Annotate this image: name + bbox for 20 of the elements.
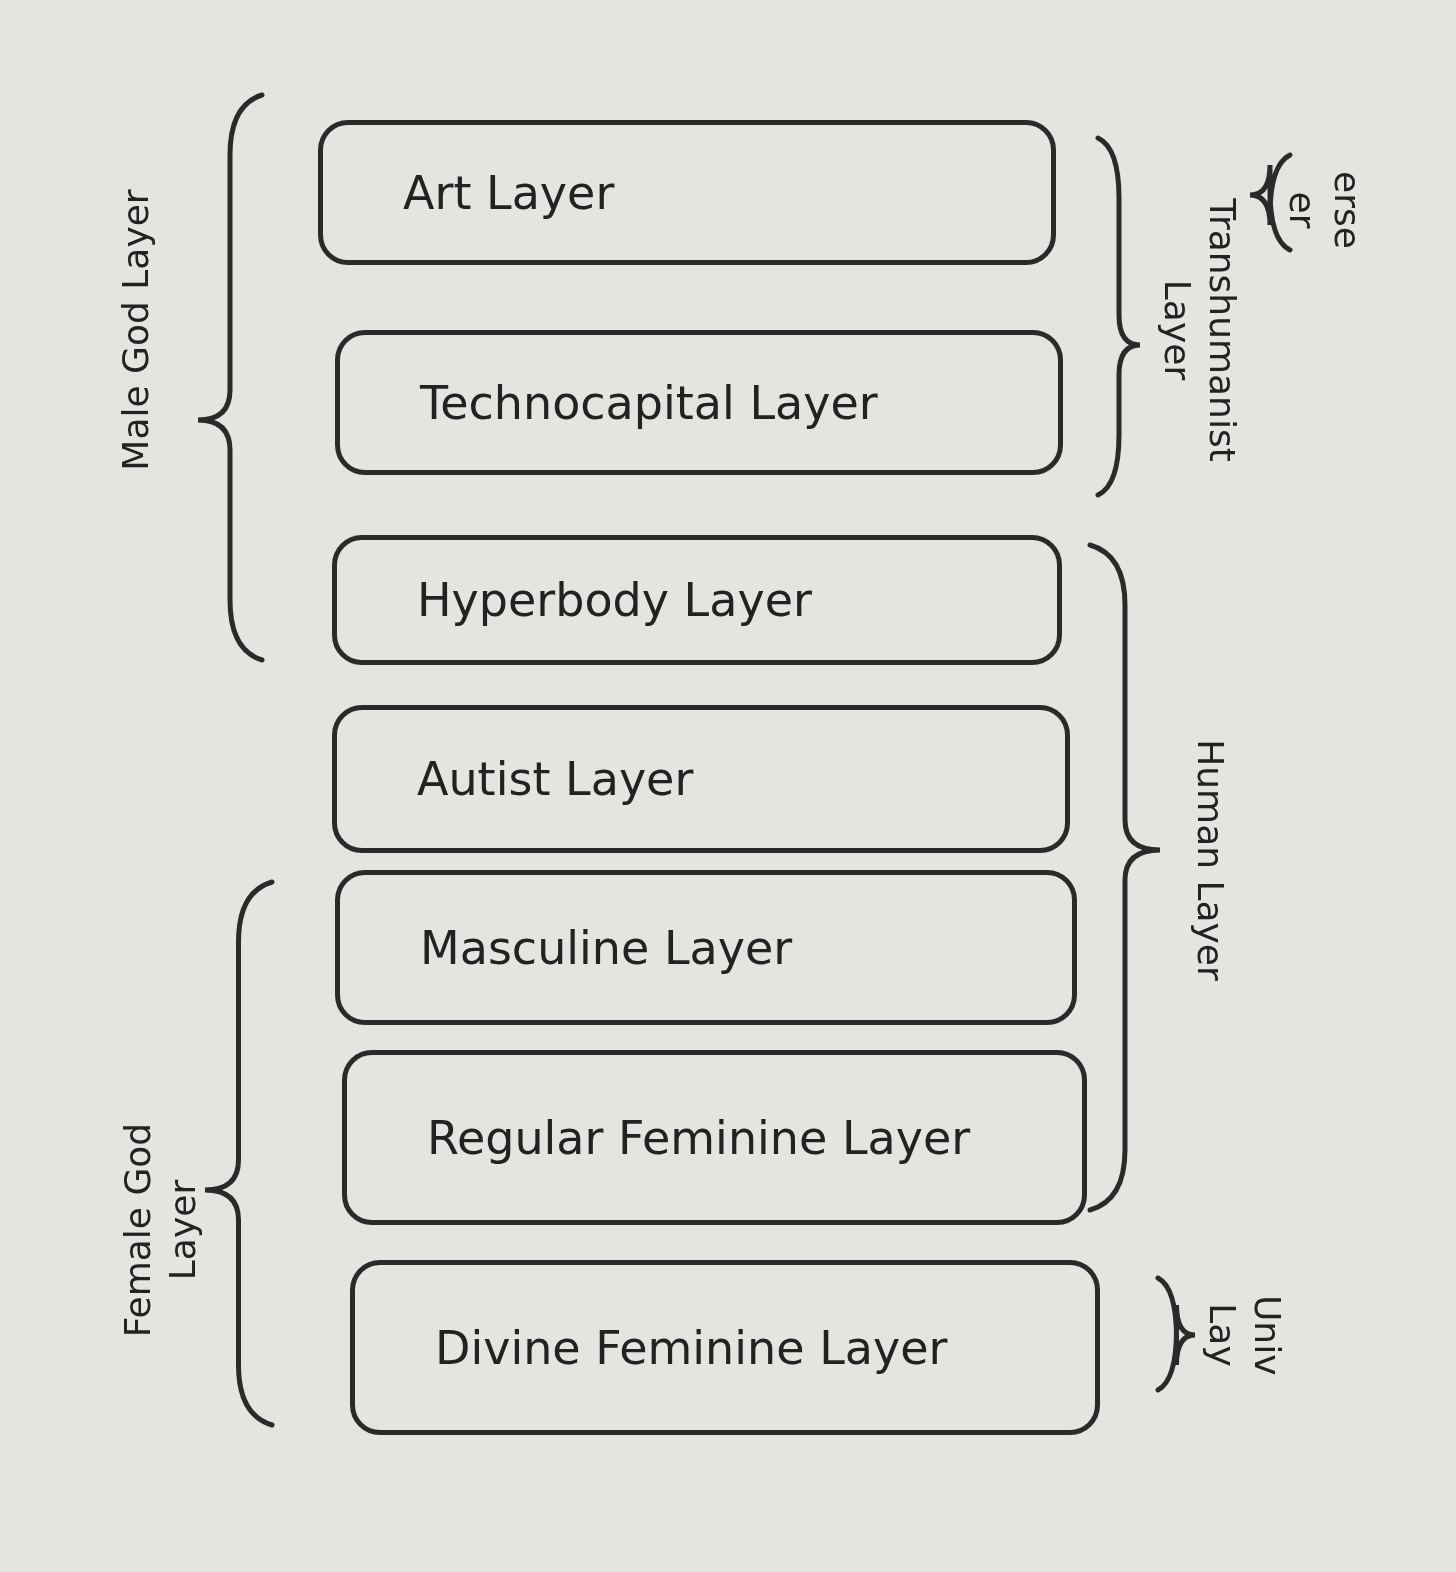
layer-box [318, 120, 1056, 265]
layer-name: Regular Feminine Layer [427, 1110, 971, 1165]
layer-name: Technocapital Layer [420, 375, 878, 430]
layer-box [332, 535, 1062, 665]
side-label: Female God Layer [116, 1121, 204, 1340]
layer-name: Hyperbody Layer [417, 573, 812, 627]
layer-box [335, 870, 1077, 1025]
layer-box [332, 705, 1070, 853]
layer-box [335, 330, 1063, 475]
side-label: Male God Layer [113, 188, 157, 473]
layer-name: Divine Feminine Layer [435, 1320, 948, 1375]
side-label: Human Layer [1188, 738, 1232, 983]
side-label: Univ Lay [1201, 1295, 1289, 1375]
side-label: erse er [1281, 170, 1369, 250]
layer-name: Masculine Layer [420, 920, 793, 975]
layer-name: Art Layer [403, 165, 615, 220]
side-label: Transhumanist Layer [1156, 197, 1244, 464]
layer-name: Autist Layer [417, 752, 694, 806]
layer-box [342, 1050, 1087, 1225]
layer-box [350, 1260, 1100, 1435]
